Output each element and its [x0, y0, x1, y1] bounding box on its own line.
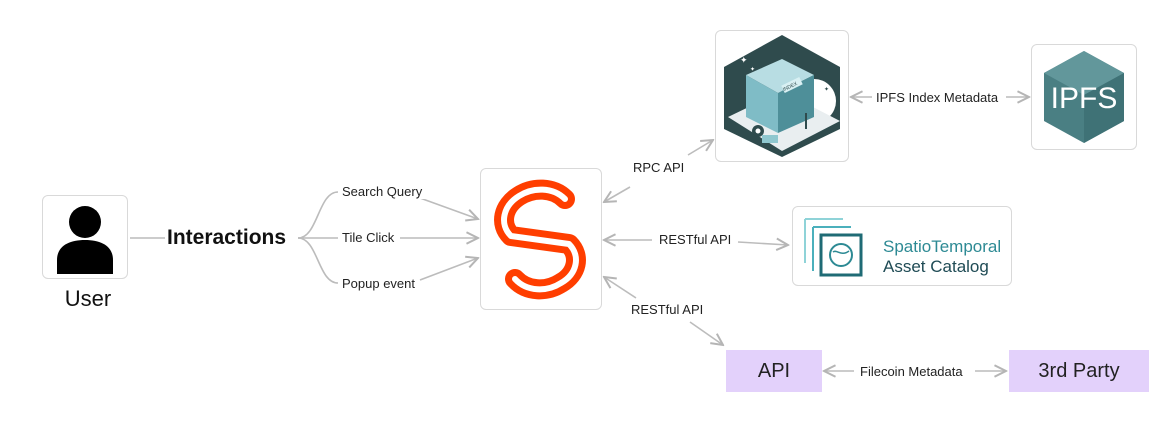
filecoin-metadata-label: Filecoin Metadata	[857, 364, 966, 379]
restful-api-api-label: RESTful API	[628, 302, 707, 317]
search-query-label: Search Query	[339, 184, 426, 199]
third-party-node: 3rd Party	[1009, 350, 1149, 392]
search-query-arrow	[419, 197, 478, 219]
tile-click-label: Tile Click	[339, 230, 398, 245]
stac-node: SpatioTemporal Asset Catalog	[792, 206, 1012, 286]
restful-stac-arrow-b	[737, 242, 788, 245]
popup-event-label: Popup event	[339, 276, 419, 291]
rpc-api-arrow-b	[687, 140, 713, 156]
stac-title-line2: Asset Catalog	[883, 257, 989, 276]
ipfs-index-node: INDEX ✦ ✦ ✦	[715, 30, 849, 162]
ipfs-logo-icon: IPFS	[1044, 51, 1124, 143]
stac-title-line1: SpatioTemporal	[883, 237, 1002, 256]
svg-text:IPFS: IPFS	[1051, 82, 1118, 115]
svelte-node	[480, 168, 602, 310]
interactions-label: Interactions	[167, 226, 287, 249]
ipfs-node: IPFS	[1031, 44, 1137, 150]
user-icon	[57, 206, 113, 274]
fan-search-query-edge	[297, 191, 339, 239]
user-node	[42, 195, 128, 279]
ipfs-index-metadata-label: IPFS Index Metadata	[873, 90, 1002, 105]
popup-event-arrow	[419, 258, 478, 281]
svg-text:✦: ✦	[740, 56, 748, 66]
svelte-logo-icon	[494, 179, 586, 300]
restful-api-arrow-a	[604, 277, 637, 299]
svg-text:✦: ✦	[750, 66, 755, 73]
ipfs-index-illustration-icon: INDEX ✦ ✦ ✦	[724, 35, 840, 157]
rpc-api-arrow-a	[604, 186, 631, 202]
stac-logo-icon	[804, 218, 863, 277]
user-label: User	[64, 286, 112, 311]
fan-popup-event-edge	[297, 237, 339, 284]
restful-api-arrow-b	[689, 321, 723, 345]
svg-text:✦: ✦	[824, 86, 829, 93]
api-node: API	[726, 350, 822, 392]
rpc-api-label: RPC API	[630, 160, 688, 175]
restful-api-stac-label: RESTful API	[656, 232, 735, 247]
